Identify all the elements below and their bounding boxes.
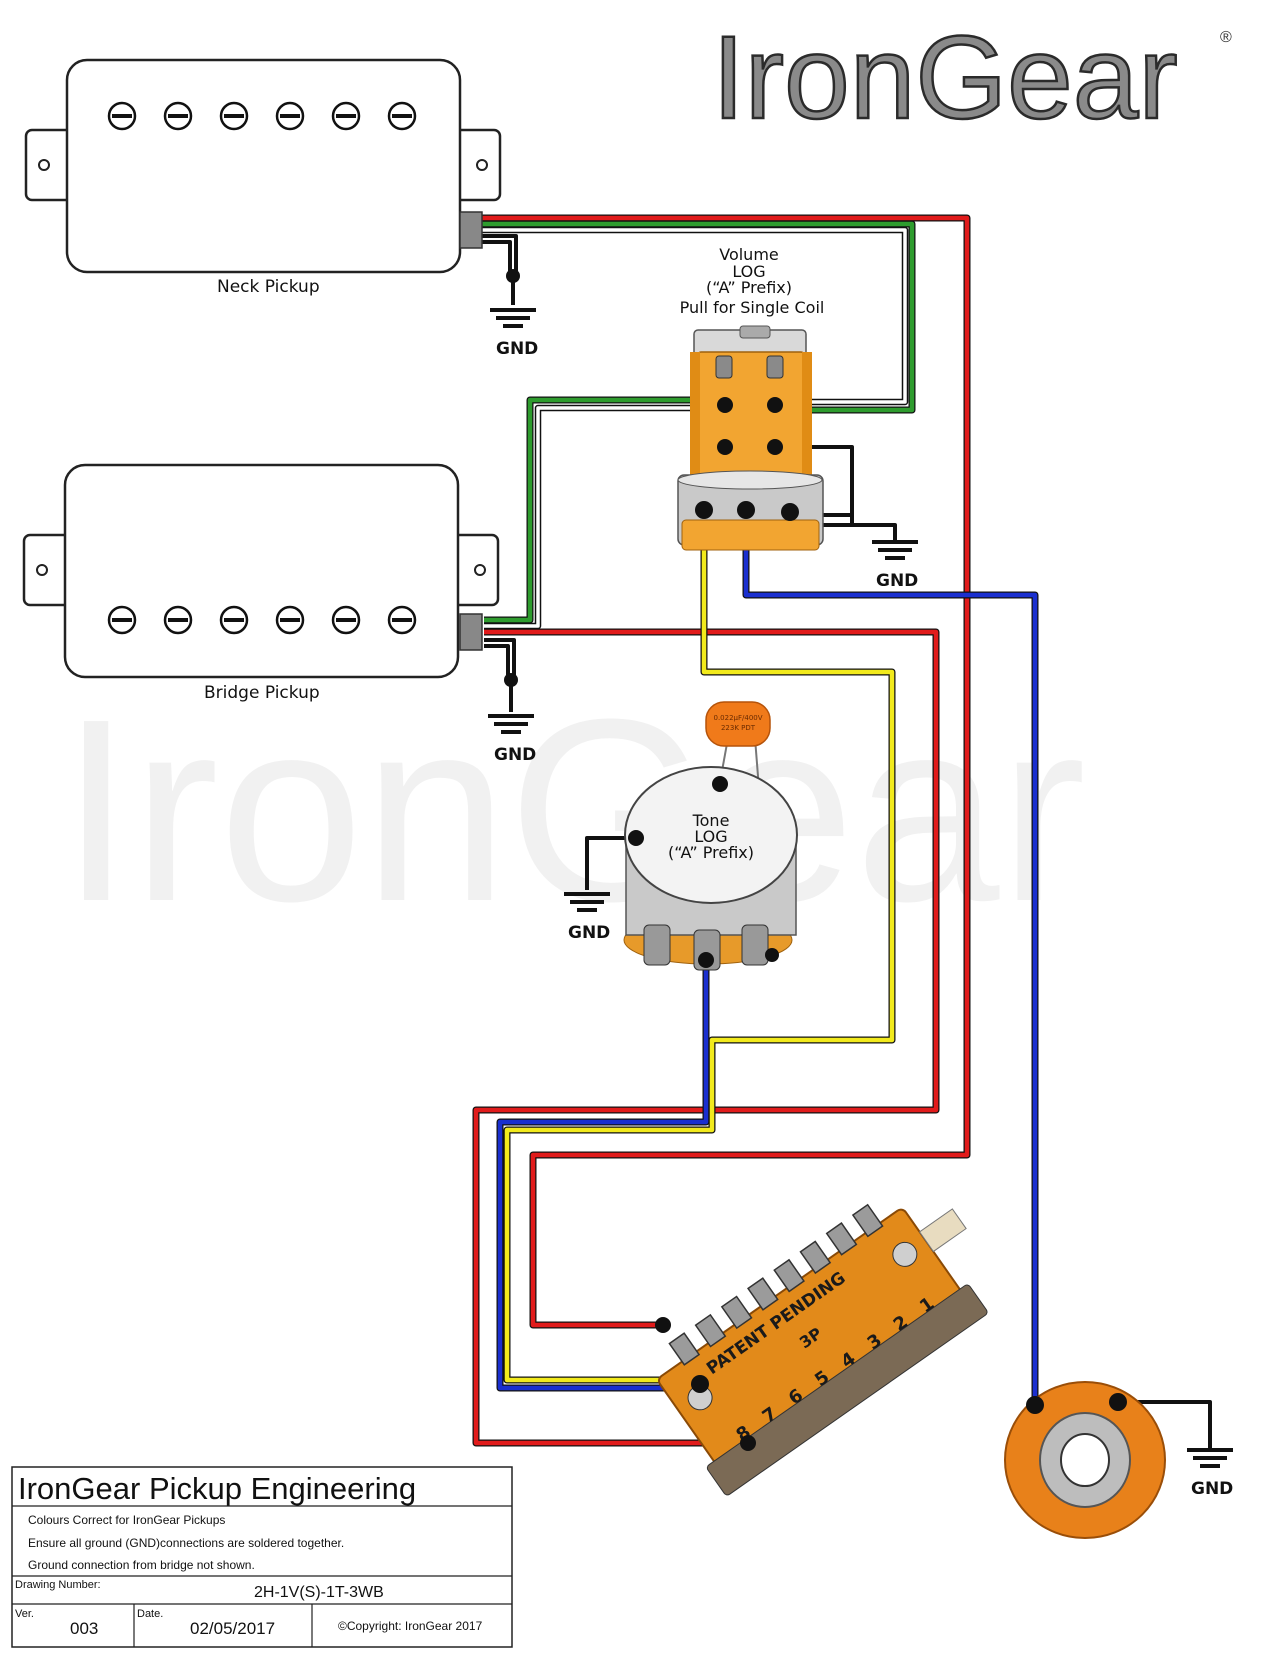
bridge-pickup-label: Bridge Pickup xyxy=(204,683,320,703)
jack-ground-wire xyxy=(1118,1400,1212,1448)
ground-label-jack: GND xyxy=(1191,1479,1233,1499)
volume-label-line1: Volume xyxy=(719,245,779,264)
tone-label-line1: Tone xyxy=(692,811,730,830)
logo-text: IronGear xyxy=(712,12,1178,144)
title-company: IronGear Pickup Engineering xyxy=(18,1471,416,1506)
output-jack xyxy=(1004,1381,1166,1539)
drawing-number-label: Drawing Number: xyxy=(15,1579,101,1591)
capacitor-marking-2: 223K PDT xyxy=(721,724,756,732)
capacitor-marking-1: 0.022µF/400V xyxy=(713,714,762,722)
pole-piece xyxy=(107,101,137,131)
ground-symbol-bridge: GND xyxy=(488,673,536,765)
ground-label-tone: GND xyxy=(568,923,610,943)
switch-lug xyxy=(799,1240,832,1275)
ver-value: 003 xyxy=(70,1619,98,1638)
pole-piece xyxy=(219,101,249,131)
ground-symbol-volume: GND xyxy=(872,540,918,591)
pole-piece xyxy=(387,605,417,635)
watermark: IronGear xyxy=(60,666,1086,956)
neck-ground-wire xyxy=(472,234,518,276)
tone-ground-wire xyxy=(585,836,636,890)
pole-piece xyxy=(331,605,361,635)
pole-piece xyxy=(275,101,305,131)
pole-piece xyxy=(275,605,305,635)
pole-piece xyxy=(107,605,137,635)
tone-label-line2: LOG xyxy=(694,827,727,846)
pole-piece xyxy=(387,101,417,131)
switch-lug xyxy=(720,1295,753,1330)
title-note-3: Ground connection from bridge not shown. xyxy=(28,1558,255,1572)
bridge-pickup: Bridge Pickup xyxy=(22,463,500,703)
copyright: ©Copyright: IronGear 2017 xyxy=(338,1619,483,1633)
neck-pickup-label: Neck Pickup xyxy=(217,277,320,297)
date-value: 02/05/2017 xyxy=(190,1619,275,1638)
ground-symbol-jack: GND xyxy=(1187,1448,1233,1499)
tone-label-line3: (“A” Prefix) xyxy=(668,843,754,862)
brand-logo: IronGear ® xyxy=(711,11,1232,146)
pole-piece xyxy=(163,101,193,131)
switch-lugs xyxy=(668,1203,884,1366)
wiring xyxy=(472,214,1212,1448)
pole-piece xyxy=(331,101,361,131)
switch-lug xyxy=(668,1332,701,1366)
bridge-pole-pieces xyxy=(107,605,417,635)
title-note-2: Ensure all ground (GND)connections are s… xyxy=(28,1536,344,1550)
pole-piece xyxy=(163,605,193,635)
switch-lug xyxy=(773,1258,805,1293)
tone-capacitor: 0.022µF/400V 223K PDT xyxy=(705,701,771,747)
ground-symbol-tone: GND xyxy=(564,892,610,943)
neck-pickup: Neck Pickup xyxy=(24,58,502,297)
ground-label-neck: GND xyxy=(496,339,538,359)
switch-lug xyxy=(694,1313,727,1348)
pole-piece xyxy=(219,605,249,635)
volume-label-line2: LOG xyxy=(732,262,765,281)
ground-label-volume: GND xyxy=(876,571,918,591)
ground-symbol-neck: GND xyxy=(490,269,538,359)
volume-label-line4: Pull for Single Coil xyxy=(680,298,825,317)
date-label: Date. xyxy=(137,1608,163,1620)
neck-pole-pieces xyxy=(107,101,417,131)
ver-label: Ver. xyxy=(15,1608,34,1620)
title-note-1: Colours Correct for IronGear Pickups xyxy=(28,1513,225,1527)
switch-lug xyxy=(825,1222,858,1256)
logo-registered-mark: ® xyxy=(1220,29,1232,46)
volume-label-line3: (“A” Prefix) xyxy=(706,278,792,297)
tone-pot: Tone LOG (“A” Prefix) xyxy=(623,766,798,971)
drawing-number: 2H-1V(S)-1T-3WB xyxy=(254,1584,384,1601)
bridge-ground-wire xyxy=(484,638,516,680)
title-block: IronGear Pickup Engineering Colours Corr… xyxy=(11,1466,513,1648)
ground-label-bridge: GND xyxy=(494,745,536,765)
volume-pot: Volume LOG (“A” Prefix) Pull for Single … xyxy=(677,245,825,551)
switch-lug xyxy=(851,1203,884,1238)
switch-lug xyxy=(747,1277,779,1311)
